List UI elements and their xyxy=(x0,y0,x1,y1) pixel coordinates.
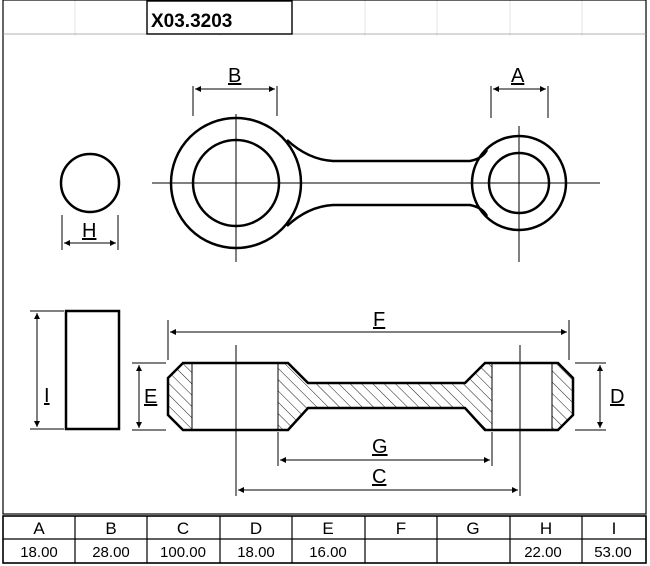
label-a: A xyxy=(511,65,525,87)
table-header-d: D xyxy=(250,519,262,538)
table-value-d: 18.00 xyxy=(237,544,275,561)
pin-side-view xyxy=(30,309,121,431)
dimension-g xyxy=(277,432,493,466)
part-number: X03.3203 xyxy=(151,11,232,32)
rod-side-view xyxy=(166,345,575,496)
dimension-e xyxy=(132,362,166,431)
label-b: B xyxy=(228,65,241,87)
table-value-c: 100.00 xyxy=(160,544,206,561)
label-h-top: H xyxy=(82,220,96,242)
label-i: I xyxy=(44,385,50,407)
dimension-table: A B C D E F G H I 18.00 28.00 100.00 18.… xyxy=(2,515,647,564)
table-value-b: 28.00 xyxy=(92,544,130,561)
table-header-f: F xyxy=(396,519,406,538)
dimension-f xyxy=(167,320,570,360)
drawing-frame xyxy=(2,0,647,515)
table-value-a: 18.00 xyxy=(20,544,58,561)
table-header-i: I xyxy=(612,519,617,538)
table-header-g: G xyxy=(466,519,479,538)
rod-top-view xyxy=(152,86,600,262)
label-e: E xyxy=(144,386,157,408)
title-box xyxy=(146,0,293,35)
label-g: G xyxy=(372,436,388,458)
table-header-a: A xyxy=(33,519,45,538)
table-header-c: C xyxy=(177,519,189,538)
table-header-e: E xyxy=(322,519,333,538)
table-header-b: B xyxy=(105,519,116,538)
table-header-h: H xyxy=(540,519,552,538)
label-f: F xyxy=(373,309,385,331)
dimension-d xyxy=(575,362,606,431)
pin-view: H xyxy=(59,152,121,250)
table-value-i: 53.00 xyxy=(594,544,632,561)
table-value-e: 16.00 xyxy=(309,544,347,561)
label-d: D xyxy=(610,386,624,408)
table-value-h: 22.00 xyxy=(524,544,562,561)
label-c: C xyxy=(372,466,386,488)
